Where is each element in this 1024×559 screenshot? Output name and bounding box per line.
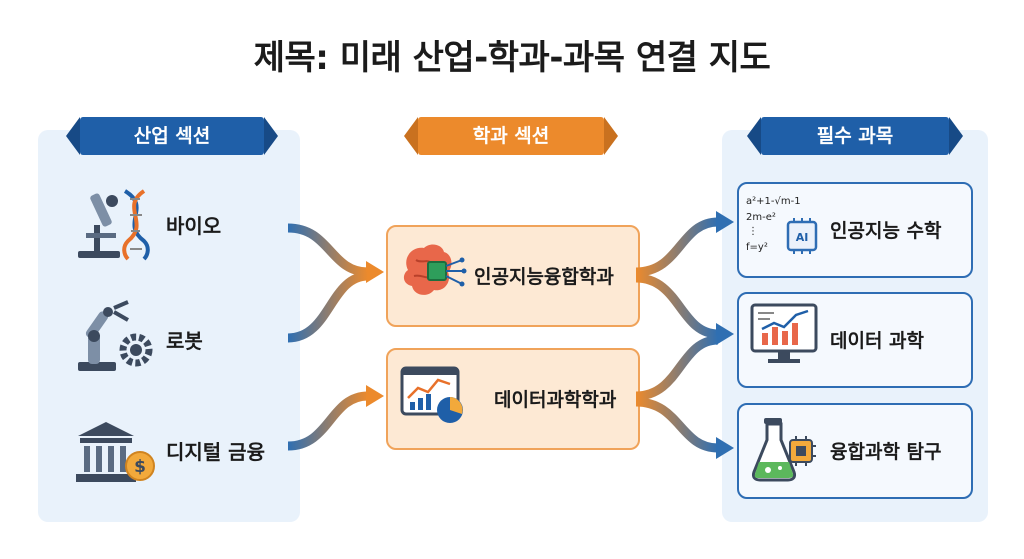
dashboard-chart-icon bbox=[400, 366, 463, 423]
department-label-ai-convergence: 인공지능융합학과 bbox=[474, 266, 614, 288]
industry-label-bio: 바이오 bbox=[166, 214, 222, 238]
flask-chip-icon bbox=[752, 418, 816, 482]
formula-line-1: a²+1-√m-1 bbox=[746, 196, 801, 207]
arrow-bio-to-ai bbox=[287, 223, 369, 277]
arrow-data-to-convergence bbox=[635, 397, 719, 453]
subject-label-data-science: 데이터 과학 bbox=[830, 330, 925, 352]
microscope-dna-icon bbox=[78, 189, 150, 261]
formula-line-3: ⋮ bbox=[748, 226, 758, 237]
math-formula-ai-chip-icon: a²+1-√m-1 2m-e² ⋮ f=y² AI bbox=[746, 196, 818, 254]
arrow-robot-to-ai bbox=[287, 271, 369, 343]
industry-label-digital-finance: 디지털 금융 bbox=[166, 440, 265, 464]
bank-coin-icon: $ bbox=[76, 422, 155, 482]
industry-panel bbox=[38, 130, 300, 522]
arrow-head-bio-to-ai bbox=[366, 261, 384, 283]
arrow-head-data-subject bbox=[716, 323, 734, 345]
arrow-ai-to-data-subject bbox=[635, 273, 719, 339]
subject-box-ai-math[interactable] bbox=[737, 182, 973, 278]
arrow-head-ai-math bbox=[716, 211, 734, 233]
arrow-ai-to-ai-math bbox=[635, 217, 719, 277]
subject-label-convergence-science: 융합과학 탐구 bbox=[830, 441, 942, 463]
arrow-data-to-data-subject bbox=[635, 335, 719, 401]
formula-line-4: f=y² bbox=[746, 242, 768, 253]
subject-label-ai-math: 인공지능 수학 bbox=[830, 220, 942, 242]
arrow-head-convergence bbox=[716, 437, 734, 459]
arrow-finance-to-data bbox=[287, 391, 369, 451]
brain-chip-icon bbox=[403, 244, 467, 295]
department-label-data-science: 데이터과학학과 bbox=[494, 389, 617, 411]
ai-chip-text: AI bbox=[796, 231, 809, 244]
industry-label-robot: 로봇 bbox=[166, 329, 203, 353]
robot-arm-gear-icon bbox=[78, 300, 153, 371]
monitor-chart-icon bbox=[750, 303, 818, 363]
formula-line-2: 2m-e² bbox=[746, 212, 776, 223]
subject-section-header: 필수 과목 bbox=[747, 117, 963, 155]
page-title: 제목: 미래 산업-학과-과목 연결 지도 bbox=[253, 38, 771, 78]
industry-section-header: 산업 섹션 bbox=[66, 117, 278, 155]
department-section-header: 학과 섹션 bbox=[404, 117, 618, 155]
svg-text:$: $ bbox=[134, 457, 146, 477]
arrow-head-finance-to-data bbox=[366, 385, 384, 407]
